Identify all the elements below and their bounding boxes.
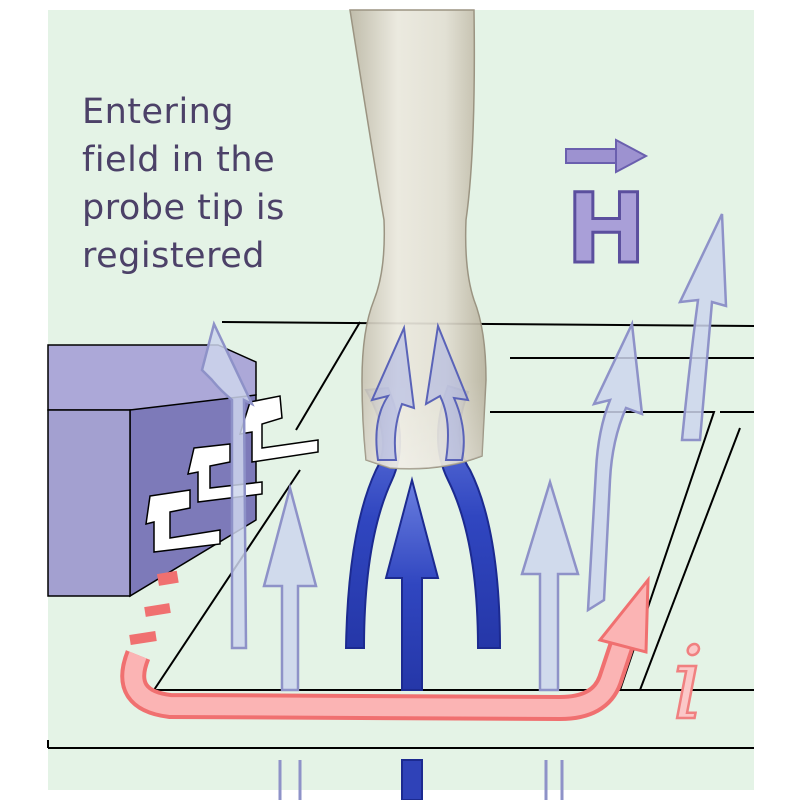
probe-tip-field-arrows: [370, 322, 470, 461]
field-line-arrow-3: [520, 477, 580, 692]
current-i-label: i: [672, 625, 704, 742]
field-line-strong-center: [384, 476, 440, 691]
field-line-arrow-4: [586, 319, 644, 613]
caption-line-1: Entering: [82, 92, 235, 132]
field-line-arrow-5: [677, 213, 728, 442]
caption-line-3: probe tip is: [82, 188, 285, 228]
field-line-arrow-1: [200, 320, 255, 650]
current-loop-arrow: [120, 570, 650, 722]
vector-h-label: H: [566, 173, 646, 285]
faint-field-lines: [200, 213, 728, 800]
caption: Entering field in the probe tip is regis…: [82, 88, 342, 280]
caption-line-2: field in the: [82, 140, 276, 180]
field-vector-symbol: H: [565, 138, 649, 287]
caption-line-4: registered: [82, 236, 265, 276]
field-line-arrow-2: [262, 483, 318, 692]
vector-arrow-icon: [565, 138, 649, 174]
